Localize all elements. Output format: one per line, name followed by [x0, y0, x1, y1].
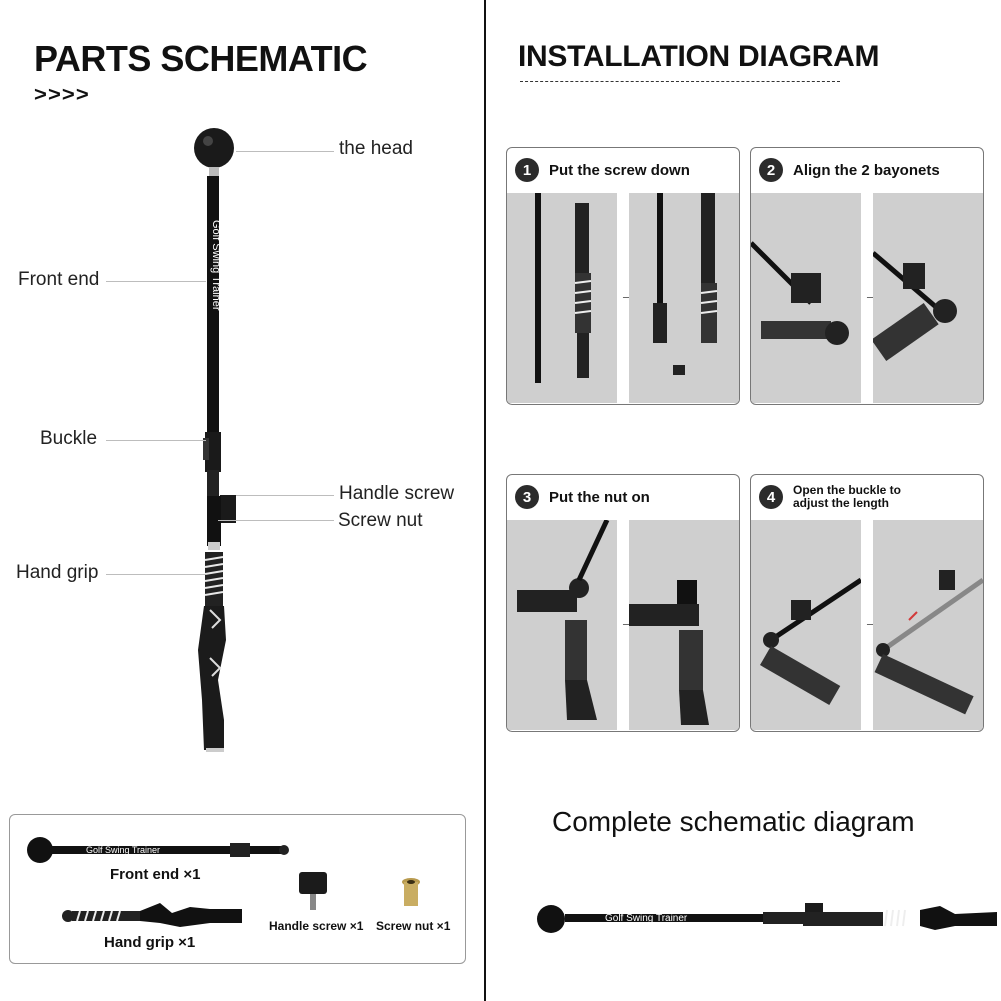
center-divider: [484, 0, 486, 1001]
step-number: 1: [515, 158, 539, 182]
step-2-photo-before: [751, 193, 861, 403]
label-front-end: Front end: [18, 269, 100, 290]
handle-screw-part-image: [299, 872, 327, 910]
svg-text:Golf Swing Trainer: Golf Swing Trainer: [86, 845, 160, 855]
complete-trainer-illustration: Golf Swing Trainer: [537, 903, 997, 933]
step-3-photo-before: [507, 520, 617, 730]
step-panel-4: 4 Open the buckle to adjust the length →: [750, 474, 984, 732]
step-panel-2: 2 Align the 2 bayonets →: [750, 147, 984, 405]
parts-screw-nut-label: Screw nut ×1: [376, 919, 451, 933]
leader-buckle: [106, 440, 206, 441]
step-1-photo-after: [629, 193, 739, 403]
label-handle-screw: Handle screw: [339, 483, 455, 504]
step-4-photo-before: [751, 520, 861, 730]
label-buckle: Buckle: [40, 428, 98, 449]
step-1-photo-before: [507, 193, 617, 403]
label-hand-grip: Hand grip: [16, 562, 99, 583]
shaft-text: Golf Swing Trainer: [210, 220, 222, 311]
step-2-photo-after: [873, 193, 983, 403]
step-4-photo-after: [873, 520, 983, 730]
step-panel-1: 1 Put the screw down →: [506, 147, 740, 405]
parts-handle-screw-label: Handle screw ×1: [269, 919, 364, 933]
step-text: Align the 2 bayonets: [793, 161, 940, 179]
step-3-photo-after: [629, 520, 739, 730]
parts-list-box: Golf Swing Trainer Front end ×1 Hand gri…: [9, 814, 466, 964]
golf-trainer-illustration: Golf Swing Trainer: [194, 128, 236, 752]
leader-screw-nut: [218, 520, 334, 521]
front-end-part-image: Golf Swing Trainer: [27, 837, 289, 863]
step-number: 3: [515, 485, 539, 509]
label-screw-nut: Screw nut: [338, 510, 423, 531]
leader-hand-grip: [106, 574, 206, 575]
label-the-head: the head: [339, 138, 413, 159]
step-number: 2: [759, 158, 783, 182]
step-text: Put the screw down: [549, 161, 690, 179]
svg-text:Golf Swing Trainer: Golf Swing Trainer: [605, 913, 688, 924]
parts-front-end-label: Front end ×1: [110, 866, 201, 883]
parts-schematic-title: PARTS SCHEMATIC: [34, 38, 368, 79]
leader-front-end: [106, 281, 206, 282]
hand-grip-part-image: [62, 903, 242, 927]
leader-handle-screw: [236, 495, 334, 496]
step-number: 4: [759, 485, 783, 509]
complete-schematic-title: Complete schematic diagram: [552, 806, 915, 837]
step-panel-3: 3 Put the nut on →: [506, 474, 740, 732]
installation-diagram-title: INSTALLATION DIAGRAM: [518, 40, 880, 73]
title-underline: [520, 81, 840, 82]
step-text: Open the buckle to adjust the length: [793, 483, 902, 510]
step-text: Put the nut on: [549, 488, 650, 506]
screw-nut-part-image: [402, 878, 420, 906]
parts-hand-grip-label: Hand grip ×1: [104, 934, 196, 951]
leader-head: [236, 151, 334, 152]
chevron-decoration: >>>>: [34, 84, 90, 106]
